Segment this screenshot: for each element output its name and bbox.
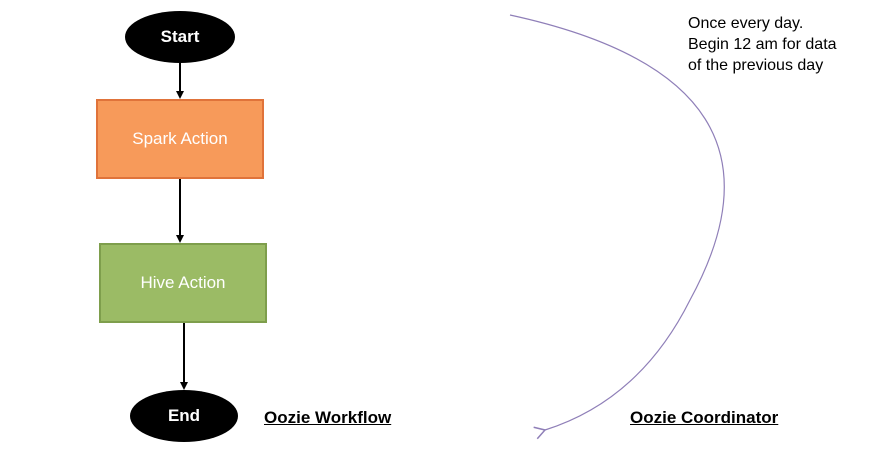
schedule-line: Once every day.	[688, 15, 804, 32]
end-label: End	[167, 406, 201, 425]
start-label: Start	[160, 27, 200, 46]
hive-action-label: Hive Action	[140, 273, 226, 292]
schedule-line: of the previous day	[688, 57, 824, 74]
spark-action-node: Spark Action	[96, 99, 264, 179]
spark-action-label: Spark Action	[132, 129, 228, 148]
schedule-line: Begin 12 am for data	[688, 36, 837, 53]
coordinator-recurrence-arc	[509, 14, 725, 440]
coordinator-caption: Oozie Coordinator	[630, 408, 779, 427]
hive-action-node: Hive Action	[99, 243, 267, 323]
workflow-caption: Oozie Workflow	[264, 408, 392, 427]
schedule-note: Once every day. Begin 12 am for data of …	[688, 13, 868, 76]
end-node: End	[130, 390, 238, 442]
start-node: Start	[125, 11, 235, 63]
